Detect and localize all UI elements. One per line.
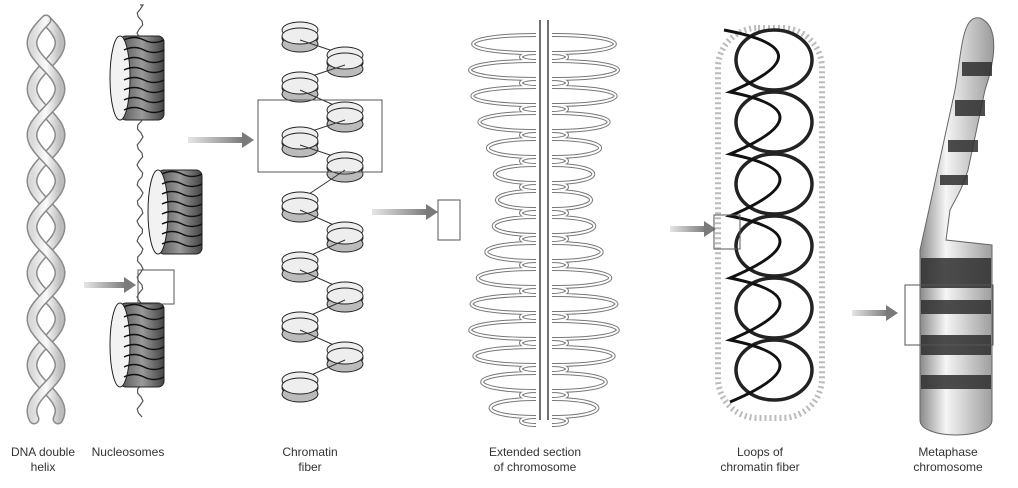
chromosome-band xyxy=(921,300,991,314)
arrow-dna-to-nucleosome xyxy=(84,277,136,293)
chromatin-loop xyxy=(736,92,812,152)
chromatin-coin xyxy=(282,378,318,402)
loops-drawing xyxy=(718,28,822,418)
arrow-chromatin-to-extended xyxy=(372,204,438,220)
nucleosome xyxy=(110,303,164,387)
nucleosome-zoom-box xyxy=(138,270,174,304)
extended-zoom-box xyxy=(438,200,460,240)
extended-section-drawing xyxy=(470,20,618,425)
dna-double-helix xyxy=(32,20,60,419)
chromatin-loop xyxy=(736,278,812,338)
coin-top xyxy=(282,28,318,44)
chromosome-band xyxy=(921,258,991,288)
arrow-loops-to-metaphase xyxy=(852,305,898,321)
coin-top xyxy=(327,228,363,244)
nucleosome xyxy=(110,36,164,120)
coin-top xyxy=(327,108,363,124)
arrow-nucleosome-to-chromatin xyxy=(188,132,254,148)
chromosome-band xyxy=(955,100,985,116)
coin-top xyxy=(282,258,318,274)
coin-top xyxy=(327,348,363,364)
chromatin-loop xyxy=(736,30,812,90)
chromosome-band xyxy=(948,140,978,152)
coin-top xyxy=(282,78,318,94)
arrow-extended-to-loops xyxy=(670,221,716,237)
chromatin-loop xyxy=(736,216,812,276)
chromosome-band xyxy=(940,175,968,185)
chromosome-body xyxy=(920,18,994,435)
nucleosome xyxy=(148,170,202,254)
chromatin-fiber-drawing xyxy=(282,22,363,402)
chromatin-loop xyxy=(736,340,812,400)
coin-top xyxy=(282,318,318,334)
loops-fuzzy-border xyxy=(718,28,822,418)
coin-top xyxy=(327,288,363,304)
chromatin-loop xyxy=(736,154,812,214)
coin-top xyxy=(282,378,318,394)
coin-top xyxy=(282,133,318,149)
coin-top xyxy=(327,53,363,69)
chromosome-band xyxy=(962,62,992,76)
label-nucleosomes: Nucleosomes xyxy=(82,445,174,460)
nucleosomes-drawing xyxy=(110,5,202,417)
metaphase-chromosome-drawing xyxy=(920,18,994,435)
coin-top xyxy=(282,198,318,214)
chromosome-band xyxy=(921,375,991,389)
